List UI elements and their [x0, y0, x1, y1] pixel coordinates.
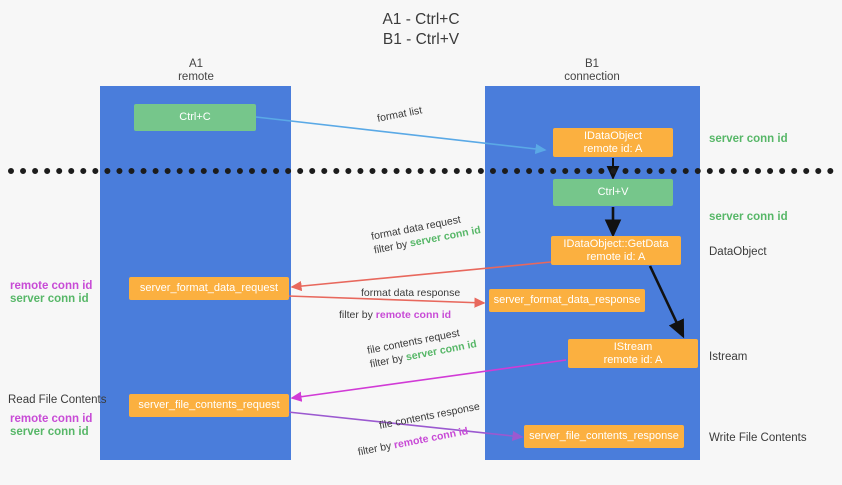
box-istream-line-1: IStream — [613, 340, 653, 353]
left-label-server-conn-id-1: server conn id — [10, 293, 89, 305]
lane-header-a1: A1 remote — [140, 58, 252, 84]
box-idataobject-line-2: remote id: A — [583, 142, 643, 155]
box-istream-line-2: remote id: A — [603, 353, 663, 366]
arrow-label-format-data-response: format data response filter by remote co… — [339, 286, 461, 322]
left-label-remote-conn-id-1: remote conn id — [10, 280, 93, 292]
box-ctrl-c-label: Ctrl+C — [179, 111, 211, 123]
file-contents-response-filter-token: remote conn id — [392, 425, 470, 452]
box-server-file-contents-response-label: server_file_contents_response — [529, 430, 679, 442]
box-idataobject[interactable]: IDataObject remote id: A — [553, 128, 673, 157]
arrow-label-format-data-response-line-2: filter by remote conn id — [339, 308, 460, 322]
box-server-format-data-request-label: server_format_data_request — [139, 282, 279, 294]
box-getdata[interactable]: IDataObject::GetData remote id: A — [551, 236, 681, 265]
box-server-file-contents-request[interactable]: server_file_contents_request — [129, 394, 289, 417]
lane-b1-sub: connection — [564, 71, 620, 83]
box-ctrl-v[interactable]: Ctrl+V — [553, 179, 673, 206]
box-getdata-line-1: IDataObject::GetData — [563, 237, 669, 250]
right-label-write-file-contents: Write File Contents — [709, 432, 807, 444]
lane-b1-name: B1 — [584, 58, 600, 70]
left-label-read-file-contents: Read File Contents — [8, 394, 107, 406]
box-getdata-line-2: remote id: A — [586, 250, 646, 263]
format-data-response-filter-prefix: filter by — [339, 309, 376, 321]
right-label-server-conn-id-top: server conn id — [709, 133, 788, 145]
title-line-1: A1 - Ctrl+C — [382, 11, 460, 28]
arrow-label-format-list-text: format list — [376, 104, 424, 125]
box-server-format-data-request[interactable]: server_format_data_request — [129, 277, 289, 300]
arrow-label-file-contents-response: file contents response filter by remote … — [357, 400, 485, 458]
box-istream[interactable]: IStream remote id: A — [568, 339, 698, 368]
title-line-2: B1 - Ctrl+V — [382, 31, 460, 48]
arrow-label-format-data-response-line-1: format data response — [361, 287, 461, 299]
format-data-response-filter-token: remote conn id — [375, 309, 452, 321]
right-label-dataobject: DataObject — [709, 246, 767, 258]
arrow-label-format-list: format list — [376, 103, 423, 125]
left-label-remote-conn-id-2: remote conn id — [10, 413, 93, 425]
lane-a1-name: A1 — [188, 58, 204, 70]
box-ctrl-v-label: Ctrl+V — [597, 186, 629, 198]
arrow-label-file-contents-response-line-2: filter by remote conn id — [357, 421, 485, 459]
box-idataobject-line-1: IDataObject — [583, 129, 643, 142]
left-label-server-conn-id-2: server conn id — [10, 426, 89, 438]
page-title: A1 - Ctrl+C B1 - Ctrl+V — [0, 10, 842, 50]
box-server-format-data-response[interactable]: server_format_data_response — [489, 289, 645, 312]
box-ctrl-c[interactable]: Ctrl+C — [134, 104, 256, 131]
section-divider — [8, 168, 834, 174]
lane-header-b1: B1 connection — [536, 58, 648, 84]
arrow-label-format-data-request: format data request filter by server con… — [370, 209, 482, 257]
right-label-server-conn-id-mid: server conn id — [709, 211, 788, 223]
right-label-istream: Istream — [709, 351, 748, 363]
box-server-file-contents-request-label: server_file_contents_request — [138, 399, 280, 411]
file-contents-response-filter-prefix: filter by — [356, 439, 396, 459]
arrow-label-file-contents-request: file contents request filter by server c… — [366, 323, 478, 371]
box-server-format-data-response-label: server_format_data_response — [493, 294, 641, 306]
lane-a1-sub: remote — [178, 71, 214, 83]
box-server-file-contents-response[interactable]: server_file_contents_response — [524, 425, 684, 448]
